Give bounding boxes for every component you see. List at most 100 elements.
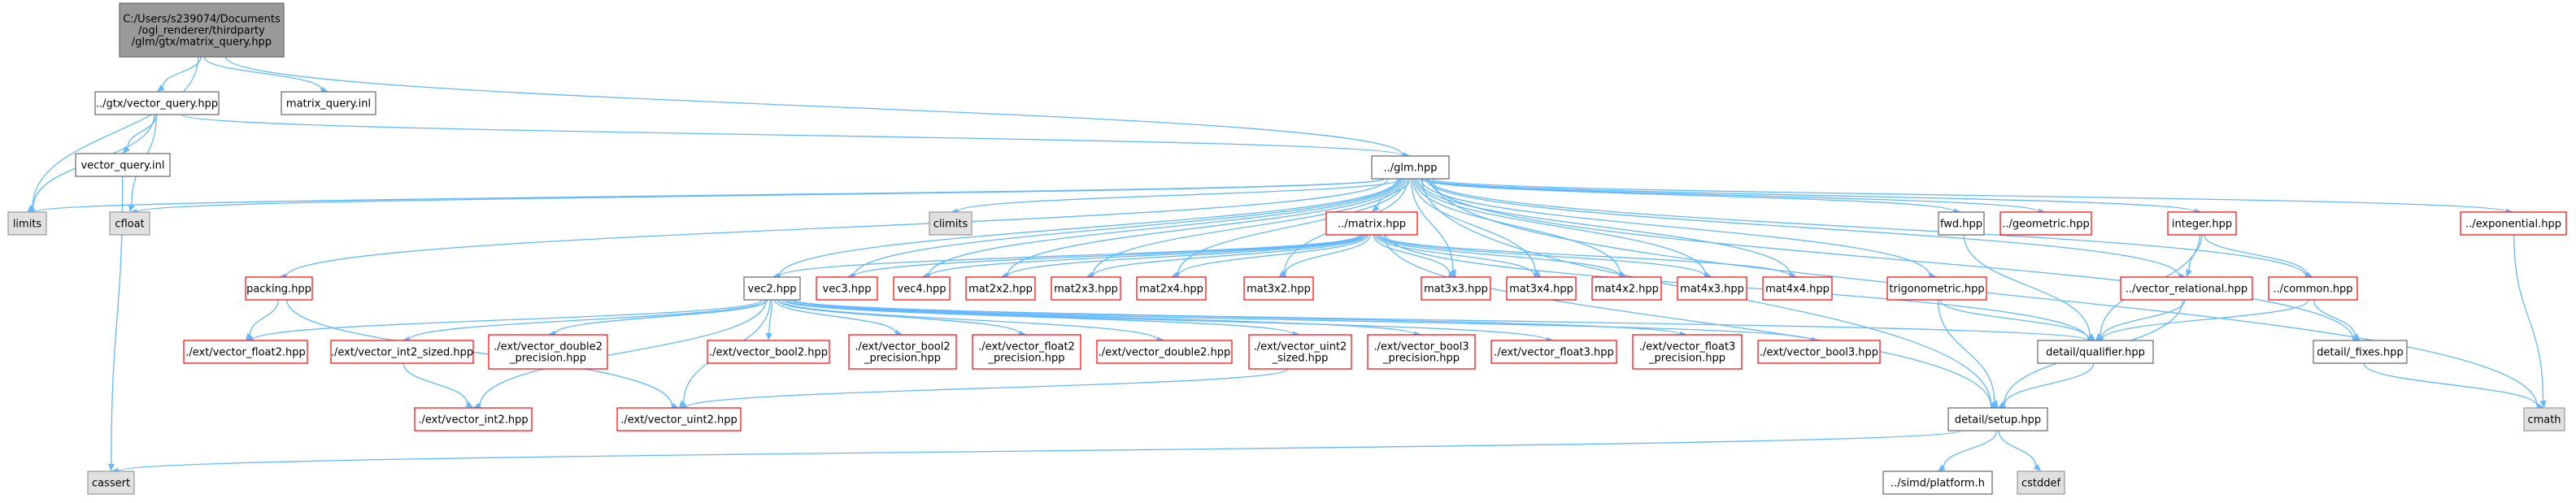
node-label: ./ext/vector_int2.hpp [418,414,528,427]
edge-setup-to-platform [1943,430,1998,467]
edge-packing-to-vector_float2 [249,299,279,336]
edge-vec2-to-vector_double2 [779,299,1158,340]
node-vector_float3[interactable]: ./ext/vector_float3.hpp [1490,340,1617,364]
node-vector_uint2_sized[interactable]: ./ext/vector_uint2_sized.hpp [1248,334,1352,370]
node-label: _precision.hpp [1648,353,1725,365]
node-exponential[interactable]: ../exponential.hpp [2460,211,2567,236]
edge-glm-to-vec2 [778,178,1399,276]
node-box [488,334,608,370]
node-mat4x3[interactable]: mat4x3.hpp [1677,276,1747,301]
node-vector_float2_precision[interactable]: ./ext/vector_float2_precision.hpp [972,334,1081,370]
node-vector_relational[interactable]: ../vector_relational.hpp [2120,276,2253,301]
node-vector_double2_precision[interactable]: ./ext/vector_double2_precision.hpp [488,334,608,370]
node-qualifier[interactable]: detail/qualifier.hpp [2037,340,2154,364]
node-mat3x2[interactable]: mat3x2.hpp [1243,276,1314,301]
arrowhead-exponential-to-cmath [2539,400,2547,408]
node-label: _precision.hpp [1382,353,1460,365]
node-box [1947,407,2048,431]
node-vector_query_inl[interactable]: vector_query.inl [75,153,171,177]
node-label: ./ext/vector_uint2 [1254,341,1347,353]
node-label: ./ext/vector_bool2.hpp [709,347,828,359]
node-fixes[interactable]: detail/_fixes.hpp [2313,340,2408,364]
edge-fixes-to-cmath [2363,362,2538,407]
edge-matrix-to-vec4 [928,234,1364,277]
node-common[interactable]: ../common.hpp [2268,276,2358,301]
edge-trigonometric-to-qualifier [1939,299,2089,339]
node-vector_query[interactable]: ../gtx/vector_query.hpp [94,91,220,115]
arrowhead-matrix-to-mat3x3 [1447,271,1456,277]
node-label: mat3x2.hpp [1247,284,1311,296]
node-trigonometric[interactable]: trigonometric.hpp [1886,276,1987,301]
node-vector_bool3[interactable]: ./ext/vector_bool3.hpp [1757,340,1881,364]
node-box [2523,407,2565,431]
node-vector_float3_precision[interactable]: ./ext/vector_float3_precision.hpp [1632,334,1743,370]
node-box [1136,276,1207,301]
arrowhead-integer-to-common [2304,271,2313,278]
node-box [2120,276,2253,301]
edge-trigonometric-to-setup [1937,299,1995,402]
edge-integer-to-common [2204,234,2307,275]
node-label: _precision.hpp [509,353,586,365]
node-label: ../glm.hpp [1383,163,1437,175]
node-box [2460,211,2567,236]
node-vector_float2[interactable]: ./ext/vector_float2.hpp [183,340,308,364]
node-vector_bool2[interactable]: ./ext/vector_bool2.hpp [707,340,830,364]
node-vector_uint2[interactable]: ./ext/vector_uint2.hpp [616,407,742,431]
node-cstddef: cstddef [2017,470,2065,495]
node-mat4x4[interactable]: mat4x4.hpp [1762,276,1833,301]
node-mat2x3[interactable]: mat2x3.hpp [1051,276,1121,301]
node-label: mat3x4.hpp [1509,284,1573,296]
node-mat2x2[interactable]: mat2x2.hpp [965,276,1036,301]
node-matrix_query_inl[interactable]: matrix_query.inl [281,91,376,115]
node-setup[interactable]: detail/setup.hpp [1947,407,2048,431]
node-vector_bool2_precision[interactable]: ./ext/vector_bool2_precision.hpp [848,334,957,370]
node-box [707,340,830,364]
node-packing[interactable]: packing.hpp [245,276,313,301]
edge-common-to-fixes [2313,299,2356,336]
node-label: mat3x3.hpp [1424,284,1488,296]
edge-matrix-to-mat3x3 [1373,234,1451,275]
node-label: ./ext/vector_float3 [1639,341,1736,353]
edge-matrix-to-mat2x4 [1177,234,1368,276]
edge-glm-to-common [1428,178,2307,277]
edges-layer [27,56,2547,475]
node-vec4[interactable]: vec4.hpp [893,276,951,301]
node-mat2x4[interactable]: mat2x4.hpp [1136,276,1207,301]
edge-fwd-to-qualifier [1963,234,2091,336]
node-root[interactable]: C:/Users/s239074/Documents/ogl_renderer/… [119,2,285,58]
node-integer[interactable]: integer.hpp [2167,211,2237,236]
node-label: detail/_fixes.hpp [2317,347,2404,359]
node-vector_bool3_precision[interactable]: ./ext/vector_bool3_precision.hpp [1367,334,1476,370]
node-vec2[interactable]: vec2.hpp [743,276,801,301]
node-matrix[interactable]: ../matrix.hpp [1325,211,1418,236]
edge-glm-to-packing [285,178,1389,277]
node-platform[interactable]: ../simd/platform.h [1882,470,1993,495]
node-vector_int2_sized[interactable]: ./ext/vector_int2_sized.hpp [330,340,474,364]
edge-vec2-to-vector_bool2 [768,299,773,334]
node-vector_double2[interactable]: ./ext/vector_double2.hpp [1096,340,1233,364]
node-label: ../gtx/vector_query.hpp [96,98,218,111]
node-box [1632,334,1743,370]
node-glm[interactable]: ../glm.hpp [1371,155,1450,180]
node-box [119,2,285,58]
node-label: vec4.hpp [898,284,946,296]
node-mat3x3[interactable]: mat3x3.hpp [1421,276,1491,301]
edge-setup-to-cstddef [1998,430,2037,466]
node-label: ./ext/vector_float3.hpp [1494,347,1614,359]
node-mat4x2[interactable]: mat4x2.hpp [1591,276,1662,301]
node-label: _precision.hpp [864,353,941,365]
node-fwd[interactable]: fwd.hpp [1938,211,1985,236]
edge-glm-to-trigonometric [1420,178,1930,276]
node-mat3x4[interactable]: mat3x4.hpp [1506,276,1577,301]
node-vec3[interactable]: vec3.hpp [816,276,878,301]
node-geometric[interactable]: ../geometric.hpp [1999,211,2092,236]
arrowhead-vector_query_inl-to-cassert [107,463,115,471]
node-label: C:/Users/s239074/Documents [123,14,281,26]
edge-packing-to-vector_uint2 [286,299,672,406]
arrowhead-matrix-to-mat3x2 [1278,271,1287,277]
node-climits: climits [929,211,973,236]
node-label: ./ext/vector_float2 [978,341,1075,353]
node-label: detail/qualifier.hpp [2046,347,2145,359]
node-vector_int2[interactable]: ./ext/vector_int2.hpp [414,407,533,431]
node-box [2167,211,2237,236]
